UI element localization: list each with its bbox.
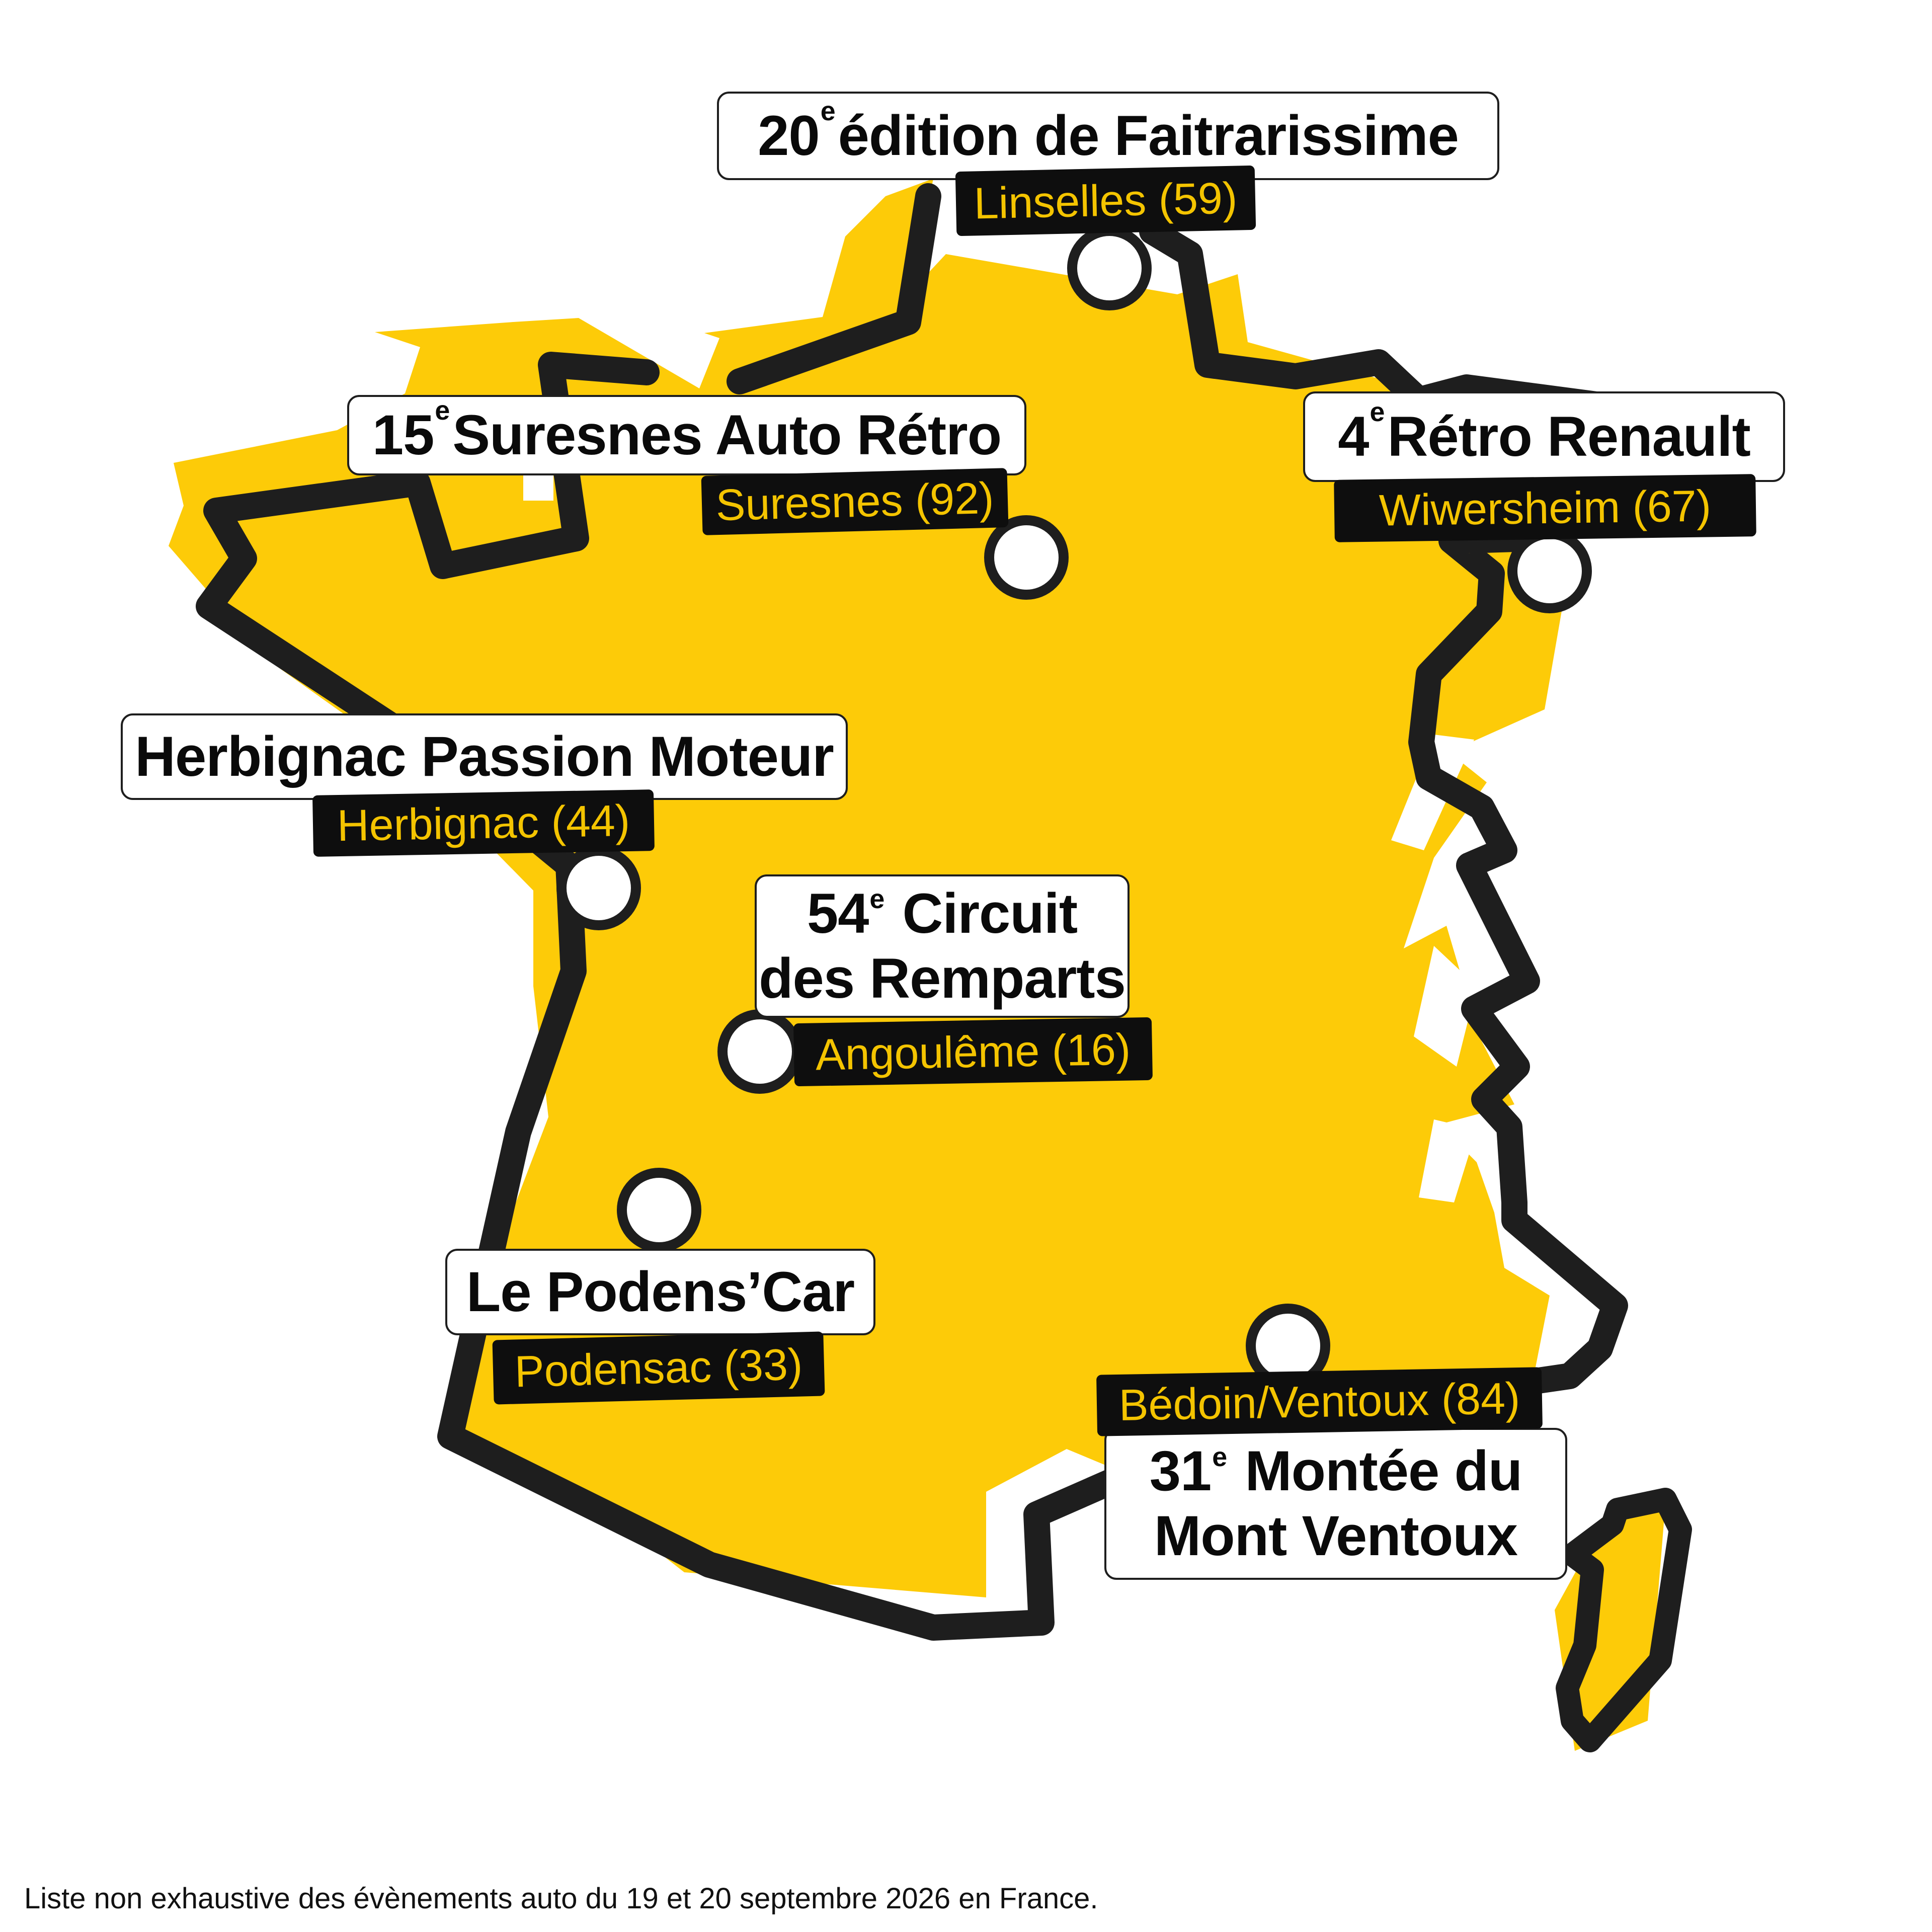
marker-retro-renault[interactable] xyxy=(1507,529,1592,613)
event-location-suresnes: Suresnes (92) xyxy=(701,468,1009,535)
event-title-ordinal: 4 xyxy=(1338,405,1369,468)
event-title-text: Le Podens’Car xyxy=(466,1260,855,1323)
event-markers xyxy=(556,226,1592,1388)
event-title-text: Herbignac Passion Moteur xyxy=(135,725,834,788)
event-title-ordinal: 15 xyxy=(372,403,435,466)
footnote: Liste non exhaustive des évènements auto… xyxy=(24,1882,1098,1915)
event-title-text: Rétro Renault xyxy=(1387,405,1750,468)
marker-remparts[interactable] xyxy=(717,1009,802,1094)
event-location-podens-car: Podensac (33) xyxy=(492,1331,825,1405)
event-title-line1: 54e Circuit xyxy=(807,881,1078,946)
ordinal-suffix: e xyxy=(820,96,836,127)
event-title-herbignac[interactable]: Herbignac Passion Moteur xyxy=(121,713,848,800)
event-location-retro-renault: Wiwersheim (67) xyxy=(1334,474,1756,542)
marker-podens-car[interactable] xyxy=(617,1168,701,1252)
event-title-ordinal: 20 xyxy=(758,104,820,167)
event-location-ventoux: Bédoin/Ventoux (84) xyxy=(1096,1367,1543,1436)
event-location-remparts: Angoulême (16) xyxy=(793,1017,1153,1087)
event-title-text: Montée du xyxy=(1245,1439,1522,1503)
event-title-remparts[interactable]: 54e Circuit des Remparts xyxy=(755,874,1130,1018)
ordinal-suffix: e xyxy=(869,884,884,915)
marker-herbignac[interactable] xyxy=(556,846,641,930)
event-title-ordinal: 31 xyxy=(1149,1439,1212,1503)
event-title-text: Circuit xyxy=(902,881,1078,945)
event-title-text: édition de Faitrarissime xyxy=(838,104,1459,167)
event-location-faitrarissime: Linselles (59) xyxy=(955,165,1256,236)
ordinal-suffix: e xyxy=(1370,397,1385,428)
event-title-line1: 31e Montée du xyxy=(1149,1439,1523,1504)
event-location-herbignac: Herbignac (44) xyxy=(312,789,655,857)
event-title-line2: Mont Ventoux xyxy=(1154,1504,1518,1567)
event-title-podens-car[interactable]: Le Podens’Car xyxy=(445,1249,875,1335)
ordinal-suffix: e xyxy=(1212,1441,1227,1472)
ordinal-suffix: e xyxy=(435,395,450,426)
event-title-ventoux[interactable]: 31e Montée du Mont Ventoux xyxy=(1104,1428,1567,1580)
marker-faitrarissime[interactable] xyxy=(1067,226,1152,310)
event-title-line2: des Remparts xyxy=(759,946,1126,1010)
event-title-ordinal: 54 xyxy=(807,881,869,945)
marker-suresnes[interactable] xyxy=(984,515,1069,600)
event-title-text: Suresnes Auto Rétro xyxy=(452,403,1002,466)
